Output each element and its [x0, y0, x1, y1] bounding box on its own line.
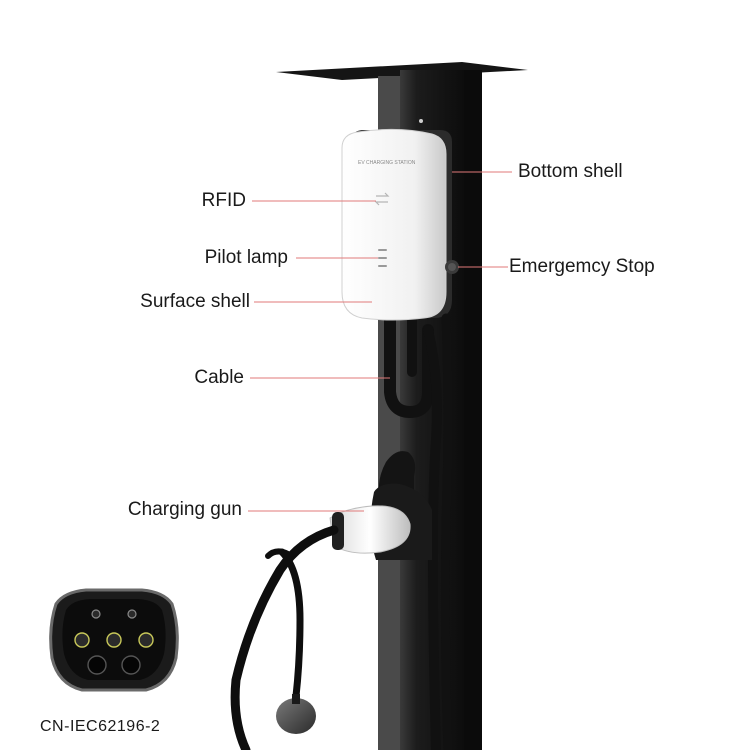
connector-face	[49, 588, 179, 692]
label-cable: Cable	[194, 367, 244, 388]
label-emergency-stop: Emergemcy Stop	[509, 256, 655, 277]
connector-standard-caption: CN-IEC62196-2	[40, 718, 161, 735]
label-surface-shell: Surface shell	[140, 291, 250, 312]
cable	[384, 312, 453, 750]
post-right-face	[464, 70, 482, 750]
leader-lines	[248, 171, 512, 512]
rfid-icon	[374, 192, 390, 206]
pilot-lamp	[378, 249, 387, 267]
label-bottom-shell: Bottom shell	[518, 161, 623, 182]
post-indicator-dot	[419, 119, 423, 123]
gun-cable	[230, 525, 339, 750]
surface-shell: EV CHARGING STATION	[341, 128, 447, 321]
panel-text: EV CHARGING STATION	[358, 160, 416, 166]
charging-gun	[329, 505, 411, 554]
connector-pins	[74, 609, 154, 675]
label-charging-gun: Charging gun	[127, 499, 242, 520]
emergency-stop-button	[445, 260, 459, 274]
cable-plug	[276, 694, 316, 734]
label-pilot-lamp: Pilot lamp	[204, 247, 288, 268]
label-rfid: RFID	[201, 190, 246, 211]
